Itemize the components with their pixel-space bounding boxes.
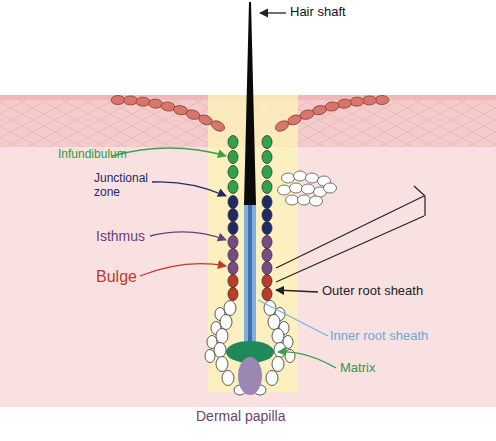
cell (375, 96, 389, 105)
cell (298, 195, 311, 205)
leader-arrow (112, 148, 226, 156)
cell (262, 166, 272, 179)
muscle-bracket (414, 186, 425, 216)
cell (262, 136, 272, 149)
cell (274, 119, 291, 134)
cell (294, 171, 307, 181)
part-label: Inner root sheath (330, 329, 480, 344)
cell (123, 96, 137, 105)
part-label: Hair shaft (290, 5, 410, 20)
cell (228, 262, 238, 275)
cell (228, 181, 238, 194)
cell (111, 96, 125, 105)
part-label: Bulge (96, 268, 166, 286)
cell (278, 185, 291, 195)
cell (262, 196, 272, 209)
cell (228, 236, 238, 249)
cell (262, 236, 272, 249)
cell (272, 357, 284, 372)
part-label: Isthmus (96, 228, 166, 244)
cell (161, 101, 176, 112)
cell (228, 136, 238, 149)
cell (262, 288, 272, 301)
cell (262, 222, 272, 235)
part-label: Outer root sheath (322, 284, 482, 299)
leader-arrow (276, 290, 318, 292)
cell (228, 196, 238, 209)
cell (337, 99, 352, 109)
cell (262, 262, 272, 275)
cell (310, 196, 323, 206)
part-label: Matrix (340, 361, 440, 376)
leader-arrow (150, 232, 226, 240)
dermal-papilla (238, 357, 262, 395)
leader-arrow (278, 352, 336, 368)
part-label: Dermal papilla (196, 408, 316, 424)
cell (350, 97, 364, 106)
cell (136, 97, 150, 106)
cell (228, 222, 238, 235)
cell (282, 173, 295, 183)
cell (262, 209, 272, 222)
cell (228, 275, 238, 288)
part-label: Junctional zone (94, 172, 156, 200)
cell (266, 371, 278, 386)
cell (324, 183, 337, 193)
cell (306, 173, 319, 183)
cell (220, 315, 232, 330)
cell (262, 181, 272, 194)
leader-arrow (260, 12, 286, 13)
cell (216, 329, 228, 344)
cell (228, 209, 238, 222)
cell (290, 183, 303, 193)
leader-line (258, 300, 328, 336)
cell (216, 357, 228, 372)
cell (228, 249, 238, 262)
cell (362, 96, 376, 105)
hair-shaft (244, 2, 256, 205)
cell (148, 99, 163, 109)
cell (274, 343, 286, 358)
cell (262, 275, 272, 288)
cell (262, 249, 272, 262)
leader-arrow (140, 264, 226, 276)
leader-arrow (152, 182, 226, 196)
cell (302, 184, 315, 194)
cell (272, 329, 284, 344)
inner-root-sheath (244, 200, 256, 346)
cell (205, 350, 215, 363)
cell (228, 151, 238, 164)
hair-inner (248, 200, 252, 346)
cell (210, 119, 227, 134)
cell (268, 315, 280, 330)
cell (228, 166, 238, 179)
cell (228, 288, 238, 301)
cell (286, 195, 299, 205)
cell (262, 151, 272, 164)
part-label: Infundibulum (58, 148, 148, 162)
cell (214, 343, 226, 358)
cell (222, 371, 234, 386)
cell (325, 101, 340, 112)
cell (224, 301, 236, 316)
arrector-pili-muscle (276, 196, 424, 282)
